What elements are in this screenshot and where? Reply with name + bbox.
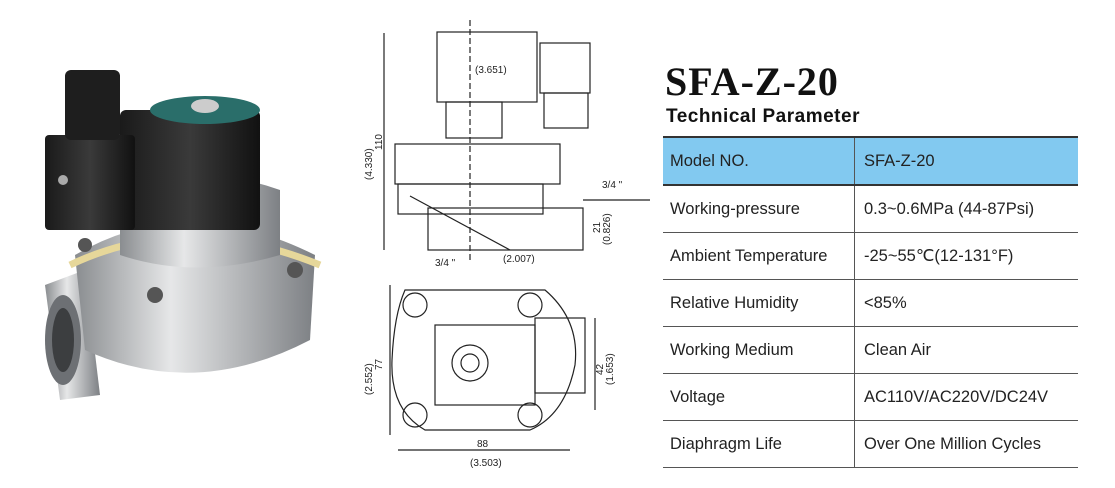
coil-width-mm-dim: 42 bbox=[595, 363, 606, 375]
table-row: Relative Humidity <85% bbox=[663, 279, 1078, 327]
param-name: Working Medium bbox=[663, 326, 855, 374]
header-key: Model NO. bbox=[663, 136, 855, 186]
table-row: Working Medium Clean Air bbox=[663, 326, 1078, 374]
top-height-mm-dim: 77 bbox=[374, 358, 385, 370]
spec-table: Model NO. SFA-Z-20 Working-pressure 0.3~… bbox=[663, 136, 1078, 468]
table-row: Ambient Temperature -25~55℃(12-131°F) bbox=[663, 232, 1078, 280]
top-view bbox=[389, 285, 596, 451]
coil-width-in-dim: (1.653) bbox=[605, 353, 616, 385]
side-view bbox=[383, 20, 650, 260]
port-h-in-dim: (0.826) bbox=[602, 213, 613, 245]
param-value: AC110V/AC220V/DC24V bbox=[854, 373, 1078, 421]
param-name: Diaphragm Life bbox=[663, 420, 855, 468]
param-name: Working-pressure bbox=[663, 185, 855, 233]
port-top-label: 3/4 " bbox=[602, 180, 623, 191]
header-value: SFA-Z-20 bbox=[854, 136, 1078, 186]
height-mm-dim: 110 bbox=[374, 134, 385, 150]
port-h-mm-dim: 21 bbox=[592, 221, 603, 233]
width-mm-dim: 88 bbox=[477, 439, 489, 450]
param-value: Clean Air bbox=[854, 326, 1078, 374]
section-heading: Technical Parameter bbox=[666, 106, 860, 127]
param-name: Ambient Temperature bbox=[663, 232, 855, 280]
param-value: -25~55℃(12-131°F) bbox=[854, 232, 1078, 280]
technical-drawing: (3.651) (4.330) 110 3/4 " 3/4 " (2.007) … bbox=[364, 20, 650, 469]
offset-dim: (2.007) bbox=[503, 254, 535, 265]
valve-product-photo bbox=[45, 70, 322, 400]
product-title: SFA-Z-20 bbox=[665, 59, 839, 104]
table-row: Voltage AC110V/AC220V/DC24V bbox=[663, 373, 1078, 421]
port-bottom-label: 3/4 " bbox=[435, 258, 456, 269]
table-header-row: Model NO. SFA-Z-20 bbox=[663, 136, 1078, 186]
width-in-dim: (3.503) bbox=[470, 458, 502, 469]
top-height-in-dim: (2.552) bbox=[364, 363, 375, 395]
table-row: Working-pressure 0.3~0.6MPa (44-87Psi) bbox=[663, 185, 1078, 233]
param-name: Relative Humidity bbox=[663, 279, 855, 327]
param-name: Voltage bbox=[663, 373, 855, 421]
height-in-dim: (4.330) bbox=[364, 148, 375, 180]
param-value: Over One Million Cycles bbox=[854, 420, 1078, 468]
param-value: 0.3~0.6MPa (44-87Psi) bbox=[854, 185, 1078, 233]
coil-dim: (3.651) bbox=[475, 65, 507, 76]
table-row: Diaphragm Life Over One Million Cycles bbox=[663, 420, 1078, 468]
param-value: <85% bbox=[854, 279, 1078, 327]
